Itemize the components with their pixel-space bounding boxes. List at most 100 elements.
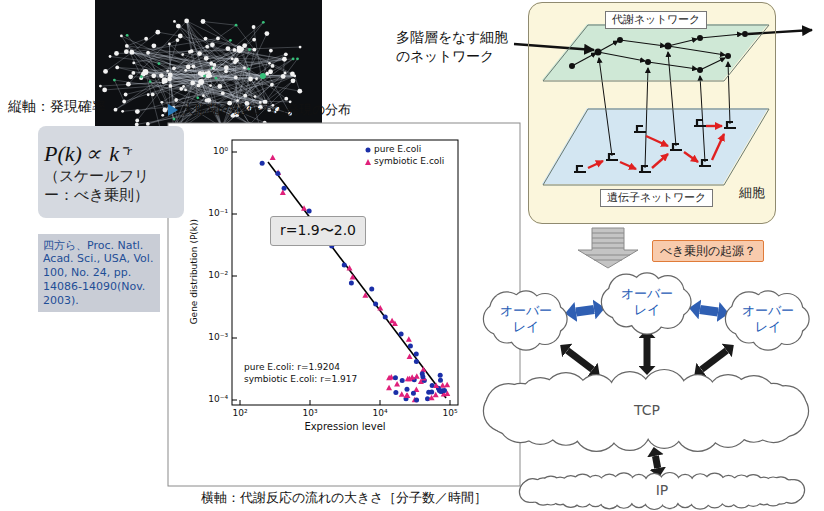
regulation-links xyxy=(599,52,730,168)
network-dot xyxy=(226,46,231,51)
legend-holder: pure E.coli xyxy=(374,144,421,155)
label-holder: 10⁰ xyxy=(200,146,228,157)
network-dot xyxy=(268,69,273,74)
tick-label: 10⁻³ xyxy=(200,332,228,343)
network-dot xyxy=(252,38,256,42)
metabolic-links xyxy=(572,34,742,70)
network-dot xyxy=(242,43,247,48)
network-dot xyxy=(262,21,265,24)
network-dot xyxy=(178,34,183,39)
network-dot xyxy=(190,49,194,53)
network-link xyxy=(145,72,161,131)
data-point xyxy=(342,262,347,267)
data-point xyxy=(411,391,416,396)
label-holder: 10⁴ xyxy=(365,408,395,419)
data-point xyxy=(307,208,312,213)
network-dot xyxy=(282,57,287,62)
data-point xyxy=(347,265,353,271)
network-dot xyxy=(247,67,250,70)
network-dot xyxy=(284,72,287,75)
label-holder: pure E.coli: r=1.9204 xyxy=(244,362,340,373)
plane-outline xyxy=(543,25,769,81)
network-dot xyxy=(102,88,107,93)
network-dot xyxy=(255,77,258,80)
cell-illustration xyxy=(514,2,812,224)
network-dot xyxy=(140,75,143,78)
network-link xyxy=(213,50,254,69)
connector-arrow xyxy=(700,309,718,312)
network-dot xyxy=(269,49,273,53)
chart xyxy=(168,123,520,486)
network-dot xyxy=(271,64,275,68)
regulation-arrows xyxy=(588,126,724,169)
network-dot xyxy=(197,84,201,88)
network-dot xyxy=(103,69,108,74)
data-point xyxy=(414,373,420,379)
network-dot xyxy=(120,35,123,38)
network-graph xyxy=(99,19,302,141)
network-dot xyxy=(197,51,202,56)
network-dot xyxy=(184,19,189,24)
network-link xyxy=(176,76,295,100)
label-holder: Expression level xyxy=(295,421,395,434)
label-holder: 10⁻³ xyxy=(200,332,228,343)
network-dot xyxy=(151,73,156,78)
network-dot xyxy=(176,24,181,29)
overlay-cloud: オーバーレイ xyxy=(484,290,568,348)
data-point xyxy=(400,378,405,383)
network-dot xyxy=(291,78,296,83)
network-dot xyxy=(135,109,140,114)
network-dot xyxy=(201,19,206,24)
network-dot xyxy=(215,77,218,80)
network-link xyxy=(193,54,286,83)
data-point xyxy=(405,376,411,382)
data-point xyxy=(393,390,398,395)
network-dot xyxy=(124,93,128,97)
data-point xyxy=(429,395,435,401)
data-point xyxy=(383,315,388,320)
network-dot xyxy=(209,84,212,87)
data-point xyxy=(394,381,400,387)
data-point xyxy=(420,366,426,372)
bullet-triangle xyxy=(168,104,178,116)
network-link xyxy=(188,67,221,126)
network-link xyxy=(200,54,273,66)
network-dot xyxy=(131,71,135,75)
label-holder: 10² xyxy=(225,408,255,419)
data-point xyxy=(406,336,412,342)
data-point xyxy=(386,385,392,391)
cell-ground xyxy=(528,2,776,224)
network-link xyxy=(178,26,199,54)
node-text: 細胞 xyxy=(739,185,765,201)
network-dot xyxy=(151,43,156,48)
network-dot xyxy=(243,94,247,98)
node-text: r=1.9〜2.0 xyxy=(280,222,356,240)
caption-label: 縦軸：発現確率 xyxy=(8,98,106,116)
network-dot xyxy=(109,55,112,58)
label-holder: 10³ xyxy=(295,408,325,419)
network-dot xyxy=(161,114,164,117)
network-dot xyxy=(191,64,195,68)
network-dot xyxy=(204,56,209,61)
axis-ticks xyxy=(232,152,450,405)
network-link xyxy=(154,46,209,74)
network-dot xyxy=(281,74,286,79)
node-text: TCP xyxy=(634,402,660,420)
data-point xyxy=(275,171,280,176)
network-dot xyxy=(158,62,161,65)
tick-label: 10² xyxy=(225,408,255,419)
network-dot xyxy=(297,89,302,94)
network-link xyxy=(127,46,237,60)
chart-text: Expression level xyxy=(295,421,395,434)
network-dot xyxy=(236,99,239,102)
network-dot xyxy=(173,20,176,23)
data-point xyxy=(433,383,439,389)
network-dot xyxy=(201,71,205,75)
network-dot xyxy=(149,80,152,83)
network-link xyxy=(154,76,236,78)
data-point xyxy=(280,190,286,196)
network-dot xyxy=(146,51,150,55)
tick-label: 10⁰ xyxy=(200,146,228,157)
